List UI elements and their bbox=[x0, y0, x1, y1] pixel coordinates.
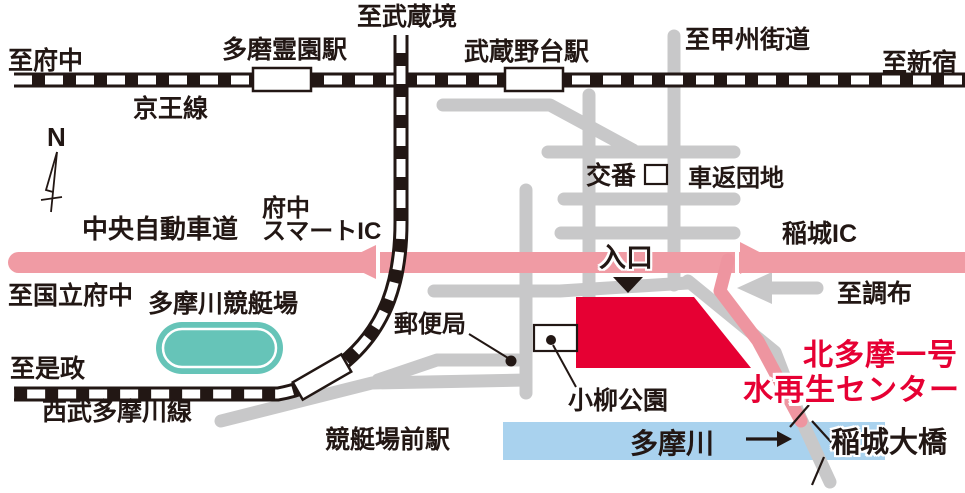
label-koban: 交番 bbox=[586, 162, 637, 190]
post-office-dot bbox=[505, 355, 517, 367]
label-center-name-2: 水再生センター bbox=[743, 374, 960, 407]
left-arrow-gap bbox=[376, 250, 380, 275]
label-to-shinjuku: 至新宿 bbox=[882, 49, 958, 77]
keiteijo-mae-station-box bbox=[291, 352, 353, 402]
label-inagi-ohashi: 稲城大橋 bbox=[831, 427, 948, 459]
label-to-koremasa: 至是政 bbox=[10, 355, 86, 383]
street-post-office bbox=[371, 353, 525, 387]
entrance-triangle-icon bbox=[613, 277, 643, 293]
label-tama-reien-sta: 多磨霊園駅 bbox=[222, 36, 348, 64]
label-keio-line: 京王線 bbox=[133, 95, 209, 123]
label-koyanagi-park: 小柳公園 bbox=[568, 387, 669, 415]
inagi-ic-ramp bbox=[713, 253, 808, 428]
tamagawa-boat-race-pond bbox=[156, 322, 283, 374]
koyanagi-park-leader bbox=[552, 344, 577, 388]
label-entrance: 入口 bbox=[599, 243, 653, 273]
expressway-right-arrowhead bbox=[740, 242, 771, 274]
label-keiteijo-mae-sta: 競艇場前駅 bbox=[325, 426, 451, 454]
label-to-koshukaido: 至甲州街道 bbox=[685, 26, 811, 54]
compass-needle-icon bbox=[40, 151, 63, 213]
street-station-front bbox=[214, 373, 533, 428]
chuo-expressway-road bbox=[8, 242, 965, 428]
right-arrow-gap bbox=[735, 250, 739, 275]
label-fuchu-smart-ic-2: スマートIC bbox=[262, 218, 382, 245]
chofu-arrowhead bbox=[737, 272, 772, 304]
label-tamagawa-keiteijo: 多摩川競艇場 bbox=[148, 290, 299, 318]
label-seibu-tamagawa-line: 西武多摩川線 bbox=[42, 398, 193, 426]
label-post-office: 郵便局 bbox=[394, 311, 466, 338]
expressway-left-arrowhead bbox=[341, 245, 376, 279]
post-office-leader bbox=[468, 333, 509, 359]
label-to-fuchu: 至府中 bbox=[8, 47, 84, 75]
koban-box bbox=[643, 163, 669, 186]
label-kurumagaeshi-danchi: 車返団地 bbox=[688, 165, 784, 192]
label-fuchu-smart-ic-1: 府中 bbox=[262, 195, 310, 222]
inagi-bridge-marks bbox=[789, 404, 833, 486]
label-musashinodai-sta: 武蔵野台駅 bbox=[464, 38, 590, 66]
label-to-kunitachi-fuchu: 至国立府中 bbox=[8, 282, 134, 310]
river-direction-arrow-icon bbox=[746, 431, 792, 447]
street-below-highway bbox=[427, 276, 695, 298]
label-compass-north: N bbox=[47, 122, 66, 152]
label-inagi-ic: 稲城IC bbox=[782, 220, 858, 248]
koyanagi-park-dot bbox=[546, 335, 556, 345]
water-reclamation-center-building bbox=[576, 297, 751, 368]
label-center-name-1: 北多摩一号 bbox=[803, 339, 958, 372]
label-chuo-expressway: 中央自動車道 bbox=[82, 214, 239, 244]
label-tamagawa-river: 多摩川 bbox=[630, 428, 715, 459]
label-to-chofu: 至調布 bbox=[837, 280, 913, 308]
tama-reien-station-box bbox=[251, 66, 313, 93]
musashinodai-station-box bbox=[503, 66, 565, 93]
street-musashinodai bbox=[436, 98, 640, 157]
label-to-musashisakai: 至武蔵境 bbox=[357, 3, 458, 31]
